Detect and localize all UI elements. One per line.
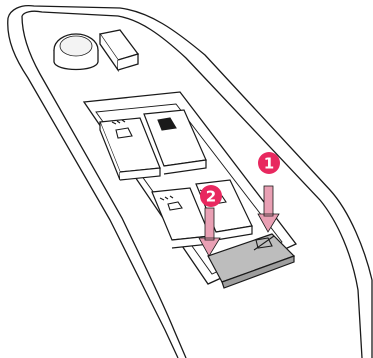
callout-number-1: 1 — [264, 155, 274, 173]
mirror-control-knob — [54, 34, 98, 70]
callout-number-2: 2 — [206, 188, 216, 206]
mirror-selector-switch — [100, 30, 138, 70]
callout-badge-2: 2 — [200, 185, 222, 207]
callout-badge-1: 1 — [258, 152, 280, 174]
